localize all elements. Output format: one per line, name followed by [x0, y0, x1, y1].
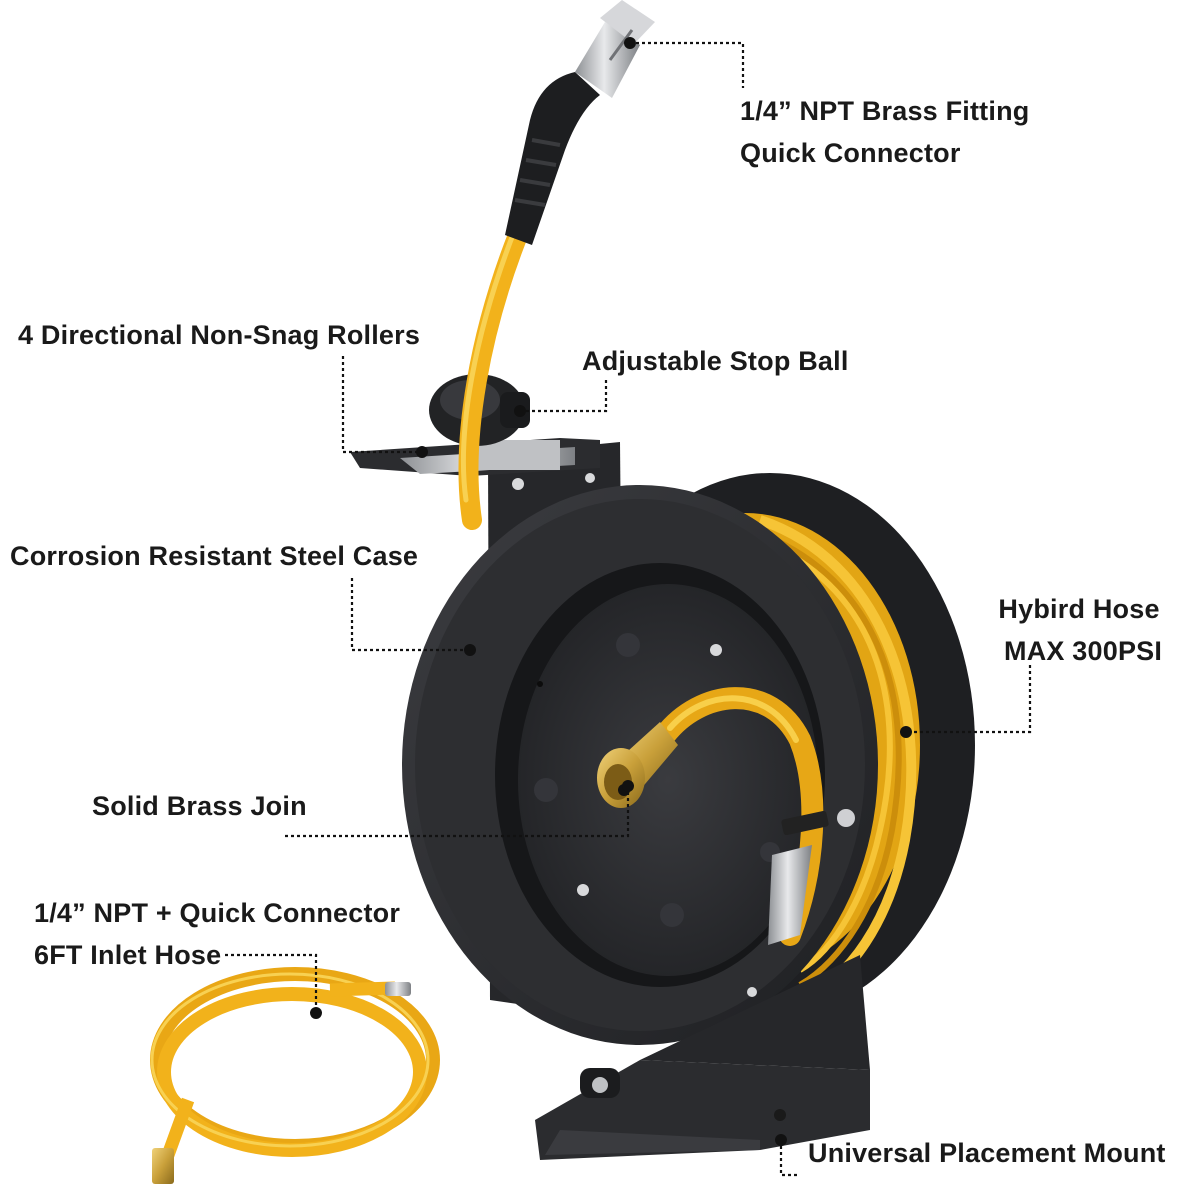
label-steel-case-text: Corrosion Resistant Steel Case	[10, 541, 419, 571]
label-rollers: 4 Directional Non-Snag Rollers	[18, 314, 420, 356]
inlet-hose-end-fitting	[385, 982, 411, 996]
label-inlet-hose: 1/4” NPT + Quick Connector 6FT Inlet Hos…	[34, 892, 400, 976]
label-hose: Hybird Hose MAX 300PSI	[996, 588, 1162, 672]
label-brass-join-text: Solid Brass Join	[92, 791, 307, 821]
label-brass-fitting-line1: 1/4” NPT Brass Fitting	[740, 96, 1030, 126]
label-inlet-hose-line1: 1/4” NPT + Quick Connector	[34, 898, 401, 928]
brass-join	[597, 722, 678, 808]
label-stop-ball: Adjustable Stop Ball	[582, 340, 849, 382]
label-mount: Universal Placement Mount	[808, 1132, 1166, 1174]
inlet-hose-end-fitting-2	[152, 1148, 174, 1184]
bend-restrictor	[505, 72, 600, 245]
label-hose-line2: MAX 300PSI	[1004, 636, 1163, 666]
label-brass-fitting-line2: Quick Connector	[740, 138, 961, 168]
outlet-hose	[458, 220, 530, 530]
inlet-hose-coil	[150, 967, 440, 1184]
drum-face	[518, 584, 818, 976]
callout-leaders	[225, 37, 1032, 1177]
label-brass-fitting: 1/4” NPT Brass Fitting Quick Connector	[740, 90, 1029, 174]
mount-base	[535, 955, 870, 1160]
label-steel-case: Corrosion Resistant Steel Case	[10, 535, 418, 577]
label-hose-line1: Hybird Hose	[998, 594, 1160, 624]
label-brass-join: Solid Brass Join	[92, 785, 307, 827]
label-stop-ball-text: Adjustable Stop Ball	[582, 346, 849, 376]
label-mount-text: Universal Placement Mount	[808, 1138, 1166, 1168]
hose-reel	[350, 0, 975, 1160]
quick-connector	[575, 0, 655, 98]
label-inlet-hose-line2: 6FT Inlet Hose	[34, 940, 222, 970]
label-rollers-text: 4 Directional Non-Snag Rollers	[18, 320, 421, 350]
hose-crimp-sleeve	[768, 845, 812, 945]
